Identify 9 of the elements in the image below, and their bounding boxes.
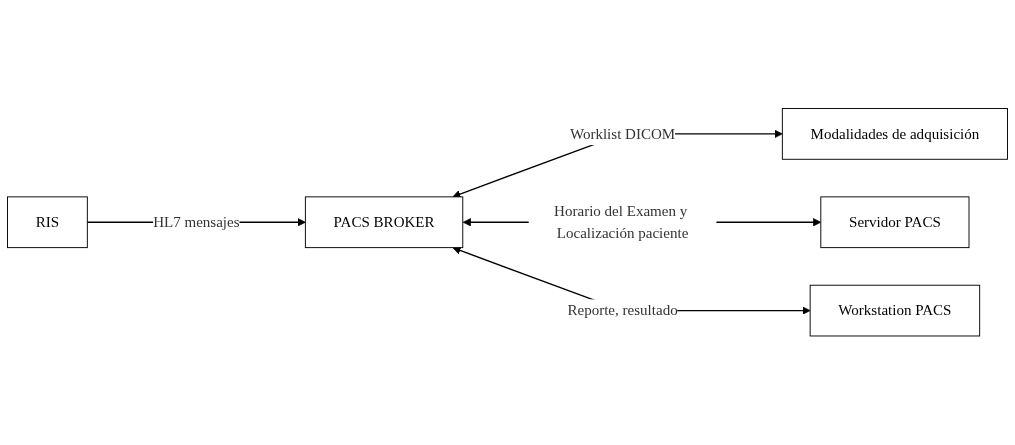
edge-label: HL7 mensajes	[153, 214, 240, 231]
node-box: Servidor PACS	[820, 196, 970, 249]
edge-label: Worklist DICOM	[569, 125, 676, 142]
edge-label: Reporte, resultado	[567, 302, 678, 319]
node-box: PACS BROKER	[304, 196, 464, 249]
node-box: Workstation PACS	[809, 285, 981, 337]
node-box: Modalidades de adquisición	[781, 108, 1008, 160]
node-box: RIS	[7, 196, 88, 249]
edge-label: Horario del Examen y Localización paciente	[554, 202, 689, 242]
